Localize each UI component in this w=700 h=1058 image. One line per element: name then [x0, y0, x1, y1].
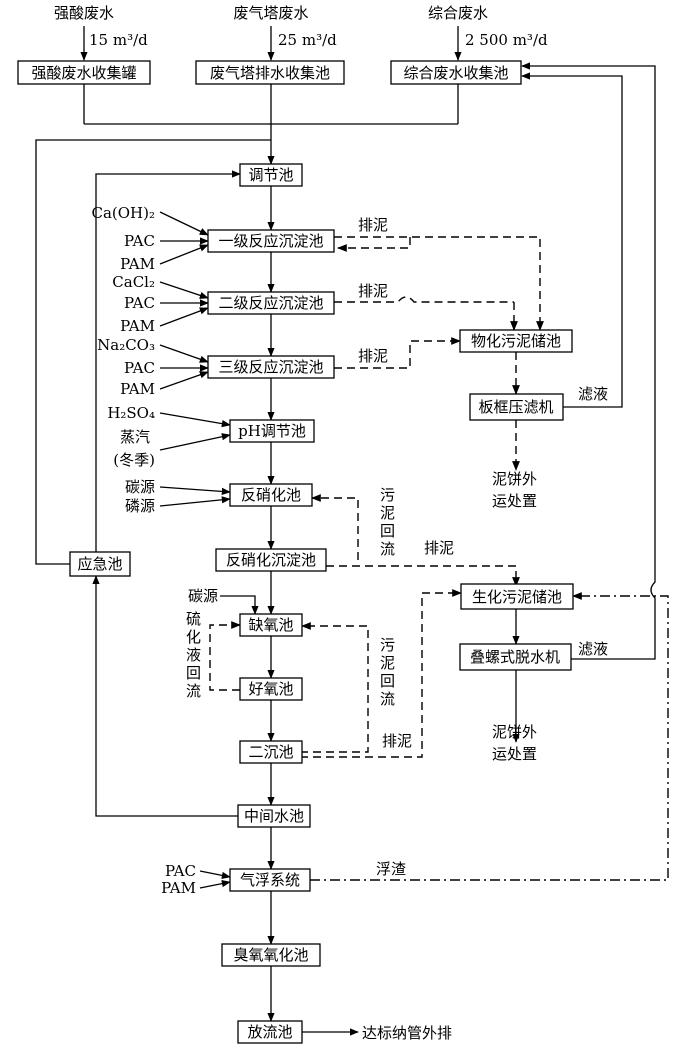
svg-text:物化污泥储池: 物化污泥储池: [471, 332, 561, 350]
svg-text:生化污泥储池: 生化污泥储池: [472, 588, 562, 606]
filter-press-box: 板框压滤机: [469, 393, 564, 421]
regulating-pool-box: 调节池: [239, 163, 303, 187]
chem-r2-1: CaCl₂: [112, 273, 155, 291]
sludge-label-2: 排泥: [358, 282, 388, 300]
svg-text:强酸废水收集罐: 强酸废水收集罐: [31, 64, 136, 82]
scum-label: 浮渣: [376, 860, 406, 878]
reactor-1-box: 一级反应沉淀池: [207, 229, 335, 253]
denitrification-box: 反硝化池: [229, 483, 313, 507]
nitrate-return-1: 硫: [186, 610, 201, 628]
chem-dn-2: 磷源: [125, 497, 155, 515]
source-tower-flow: 25 m³/d: [278, 31, 337, 49]
svg-text:应急池: 应急池: [77, 555, 122, 573]
screw-press-box: 叠螺式脱水机: [459, 643, 572, 671]
svg-text:调节池: 调节池: [248, 166, 293, 184]
svg-text:pH调节池: pH调节池: [238, 422, 306, 440]
emergency-pool-box: 应急池: [69, 551, 131, 577]
sludge-label-4: 排泥: [424, 539, 454, 557]
svg-text:好氧池: 好氧池: [248, 680, 293, 698]
solid-flow-lines: [35, 26, 656, 1036]
chem-anoxic: 碳源: [188, 587, 218, 605]
source-combined-label: 综合废水: [428, 4, 488, 22]
chem-r3-3: PAM: [120, 380, 155, 398]
cake-label-1a: 泥饼外: [492, 470, 537, 488]
chem-dn-1: 碳源: [125, 478, 155, 496]
svg-text:叠螺式脱水机: 叠螺式脱水机: [470, 648, 560, 666]
svg-text:废气塔排水收集池: 废气塔排水收集池: [210, 64, 330, 82]
chem-r3-2: PAC: [124, 359, 155, 377]
reactor-3-box: 三级反应沉淀池: [207, 355, 335, 379]
svg-text:气浮系统: 气浮系统: [240, 871, 300, 889]
chem-ph-1: H₂SO₄: [107, 404, 155, 422]
svg-text:综合废水收集池: 综合废水收集池: [403, 64, 508, 82]
chem-ph-2: 蒸汽: [120, 428, 150, 446]
sludge-return-a-1: 污: [380, 486, 395, 504]
sludge-return-a-2: 泥: [380, 504, 395, 522]
svg-text:三级反应沉淀池: 三级反应沉淀池: [218, 358, 323, 376]
svg-text:二沉池: 二沉池: [248, 743, 293, 761]
cake-label-2b: 运处置: [492, 745, 537, 763]
svg-text:臭氧氧化池: 臭氧氧化池: [233, 946, 308, 964]
aerobic-box: 好氧池: [239, 677, 303, 701]
filtrate-label-1: 滤液: [578, 385, 608, 403]
chem-r1-3: PAM: [120, 255, 155, 273]
cake-label-2a: 泥饼外: [492, 723, 537, 741]
combined-pool-box: 综合废水收集池: [390, 60, 522, 85]
svg-text:缺氧池: 缺氧池: [248, 616, 293, 634]
sludge-label-1: 排泥: [358, 216, 388, 234]
denitrification-settler-box: 反硝化沉淀池: [215, 548, 327, 572]
svg-text:反硝化沉淀池: 反硝化沉淀池: [226, 551, 316, 569]
secondary-clarifier-box: 二沉池: [239, 740, 303, 764]
chem-r1-2: PAC: [124, 232, 155, 250]
chem-r2-2: PAC: [124, 294, 155, 312]
svg-text:放流池: 放流池: [247, 1023, 292, 1041]
chem-r2-3: PAM: [120, 317, 155, 335]
final-discharge-label: 达标纳管外排: [362, 1024, 452, 1042]
chem-sludge-tank-box: 物化污泥储池: [459, 329, 573, 353]
sludge-return-b-4: 流: [380, 690, 395, 708]
sludge-label-3: 排泥: [358, 347, 388, 365]
tower-pool-box: 废气塔排水收集池: [195, 60, 345, 85]
svg-text:一级反应沉淀池: 一级反应沉淀池: [218, 232, 323, 250]
sludge-return-a-4: 流: [380, 540, 395, 558]
svg-text:反硝化池: 反硝化池: [241, 486, 301, 504]
dashed-sludge-lines: [209, 236, 669, 881]
svg-text:板框压滤机: 板框压滤机: [478, 398, 553, 416]
chem-ph-3: (冬季): [113, 451, 155, 469]
source-combined-flow: 2 500 m³/d: [465, 31, 548, 49]
cake-label-1b: 运处置: [492, 492, 537, 510]
ozone-box: 臭氧氧化池: [221, 943, 321, 967]
nitrate-return-3: 液: [186, 646, 201, 664]
source-acid-label: 强酸废水: [54, 4, 114, 22]
chem-flot-1: PAC: [165, 862, 196, 880]
ph-adjust-box: pH调节池: [229, 419, 315, 443]
sludge-return-b-2: 泥: [380, 654, 395, 672]
flotation-box: 气浮系统: [229, 868, 311, 892]
nitrate-return-4: 回: [186, 664, 201, 682]
acid-tank-box: 强酸废水收集罐: [17, 60, 151, 85]
nitrate-return-5: 流: [186, 682, 201, 700]
sludge-label-5: 排泥: [382, 732, 412, 750]
sludge-return-b-1: 污: [380, 636, 395, 654]
bio-sludge-tank-box: 生化污泥储池: [460, 583, 574, 610]
sludge-return-b-3: 回: [380, 672, 395, 690]
svg-text:二级反应沉淀池: 二级反应沉淀池: [218, 294, 323, 312]
discharge-pool-box: 放流池: [237, 1020, 303, 1044]
chem-flot-2: PAM: [161, 879, 196, 897]
chem-r1-1: Ca(OH)₂: [91, 204, 155, 222]
nitrate-return-2: 化: [186, 628, 201, 646]
chem-r3-1: Na₂CO₃: [97, 336, 155, 354]
sludge-return-a-3: 回: [380, 522, 395, 540]
source-acid-flow: 15 m³/d: [89, 31, 148, 49]
intermediate-pool-box: 中间水池: [237, 804, 311, 828]
svg-text:中间水池: 中间水池: [244, 807, 304, 825]
reactor-2-box: 二级反应沉淀池: [207, 291, 335, 315]
filtrate-label-2: 滤液: [578, 640, 608, 658]
anoxic-box: 缺氧池: [239, 613, 303, 637]
source-tower-label: 废气塔废水: [233, 4, 308, 22]
